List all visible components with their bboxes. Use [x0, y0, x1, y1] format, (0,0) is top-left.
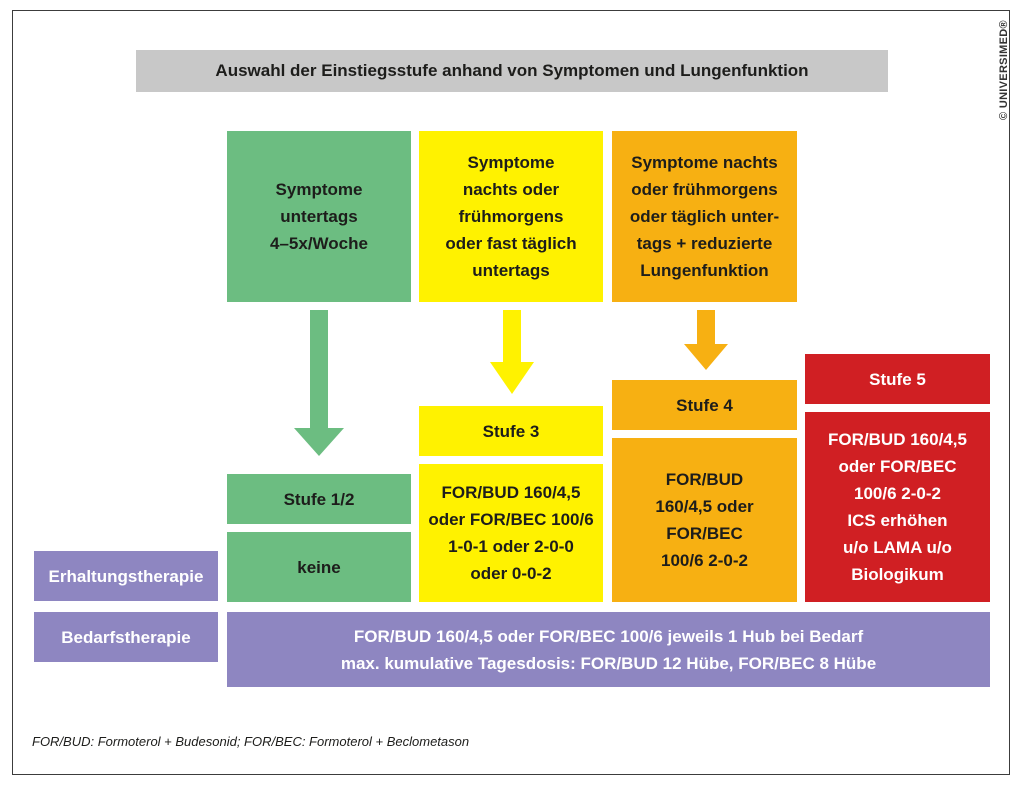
arrow-orange [684, 310, 728, 370]
stage-therapy-4: FOR/BUD 160/4,5 oder FOR/BEC 100/6 2-0-2 [612, 438, 797, 602]
symptom-box-green: Symptome untertags 4–5x/Woche [227, 131, 411, 302]
row-label-on-demand: Bedarfstherapie [34, 612, 218, 662]
arrow-green [294, 310, 344, 456]
stage-label-1-2: Stufe 1/2 [227, 474, 411, 524]
stage-therapy-1-2: keine [227, 532, 411, 602]
row-label-maintenance: Erhaltungstherapie [34, 551, 218, 601]
on-demand-therapy-bar: FOR/BUD 160/4,5 oder FOR/BEC 100/6 jewei… [227, 612, 990, 687]
arrow-yellow [490, 310, 534, 394]
diagram-frame [12, 10, 1010, 775]
copyright-label: © UNIVERSIMED® [998, 20, 1010, 120]
symptom-box-yellow: Symptome nachts oder frühmorgens oder fa… [419, 131, 603, 302]
symptom-box-orange: Symptome nachts oder frühmorgens oder tä… [612, 131, 797, 302]
stage-therapy-5: FOR/BUD 160/4,5 oder FOR/BEC 100/6 2-0-2… [805, 412, 990, 602]
stage-label-3: Stufe 3 [419, 406, 603, 456]
diagram-title: Auswahl der Einstiegsstufe anhand von Sy… [136, 50, 888, 92]
footnote: FOR/BUD: Formoterol + Budesonid; FOR/BEC… [32, 734, 470, 749]
stage-therapy-3: FOR/BUD 160/4,5 oder FOR/BEC 100/6 1-0-1… [419, 464, 603, 602]
stage-label-4: Stufe 4 [612, 380, 797, 430]
stage-label-5: Stufe 5 [805, 354, 990, 404]
